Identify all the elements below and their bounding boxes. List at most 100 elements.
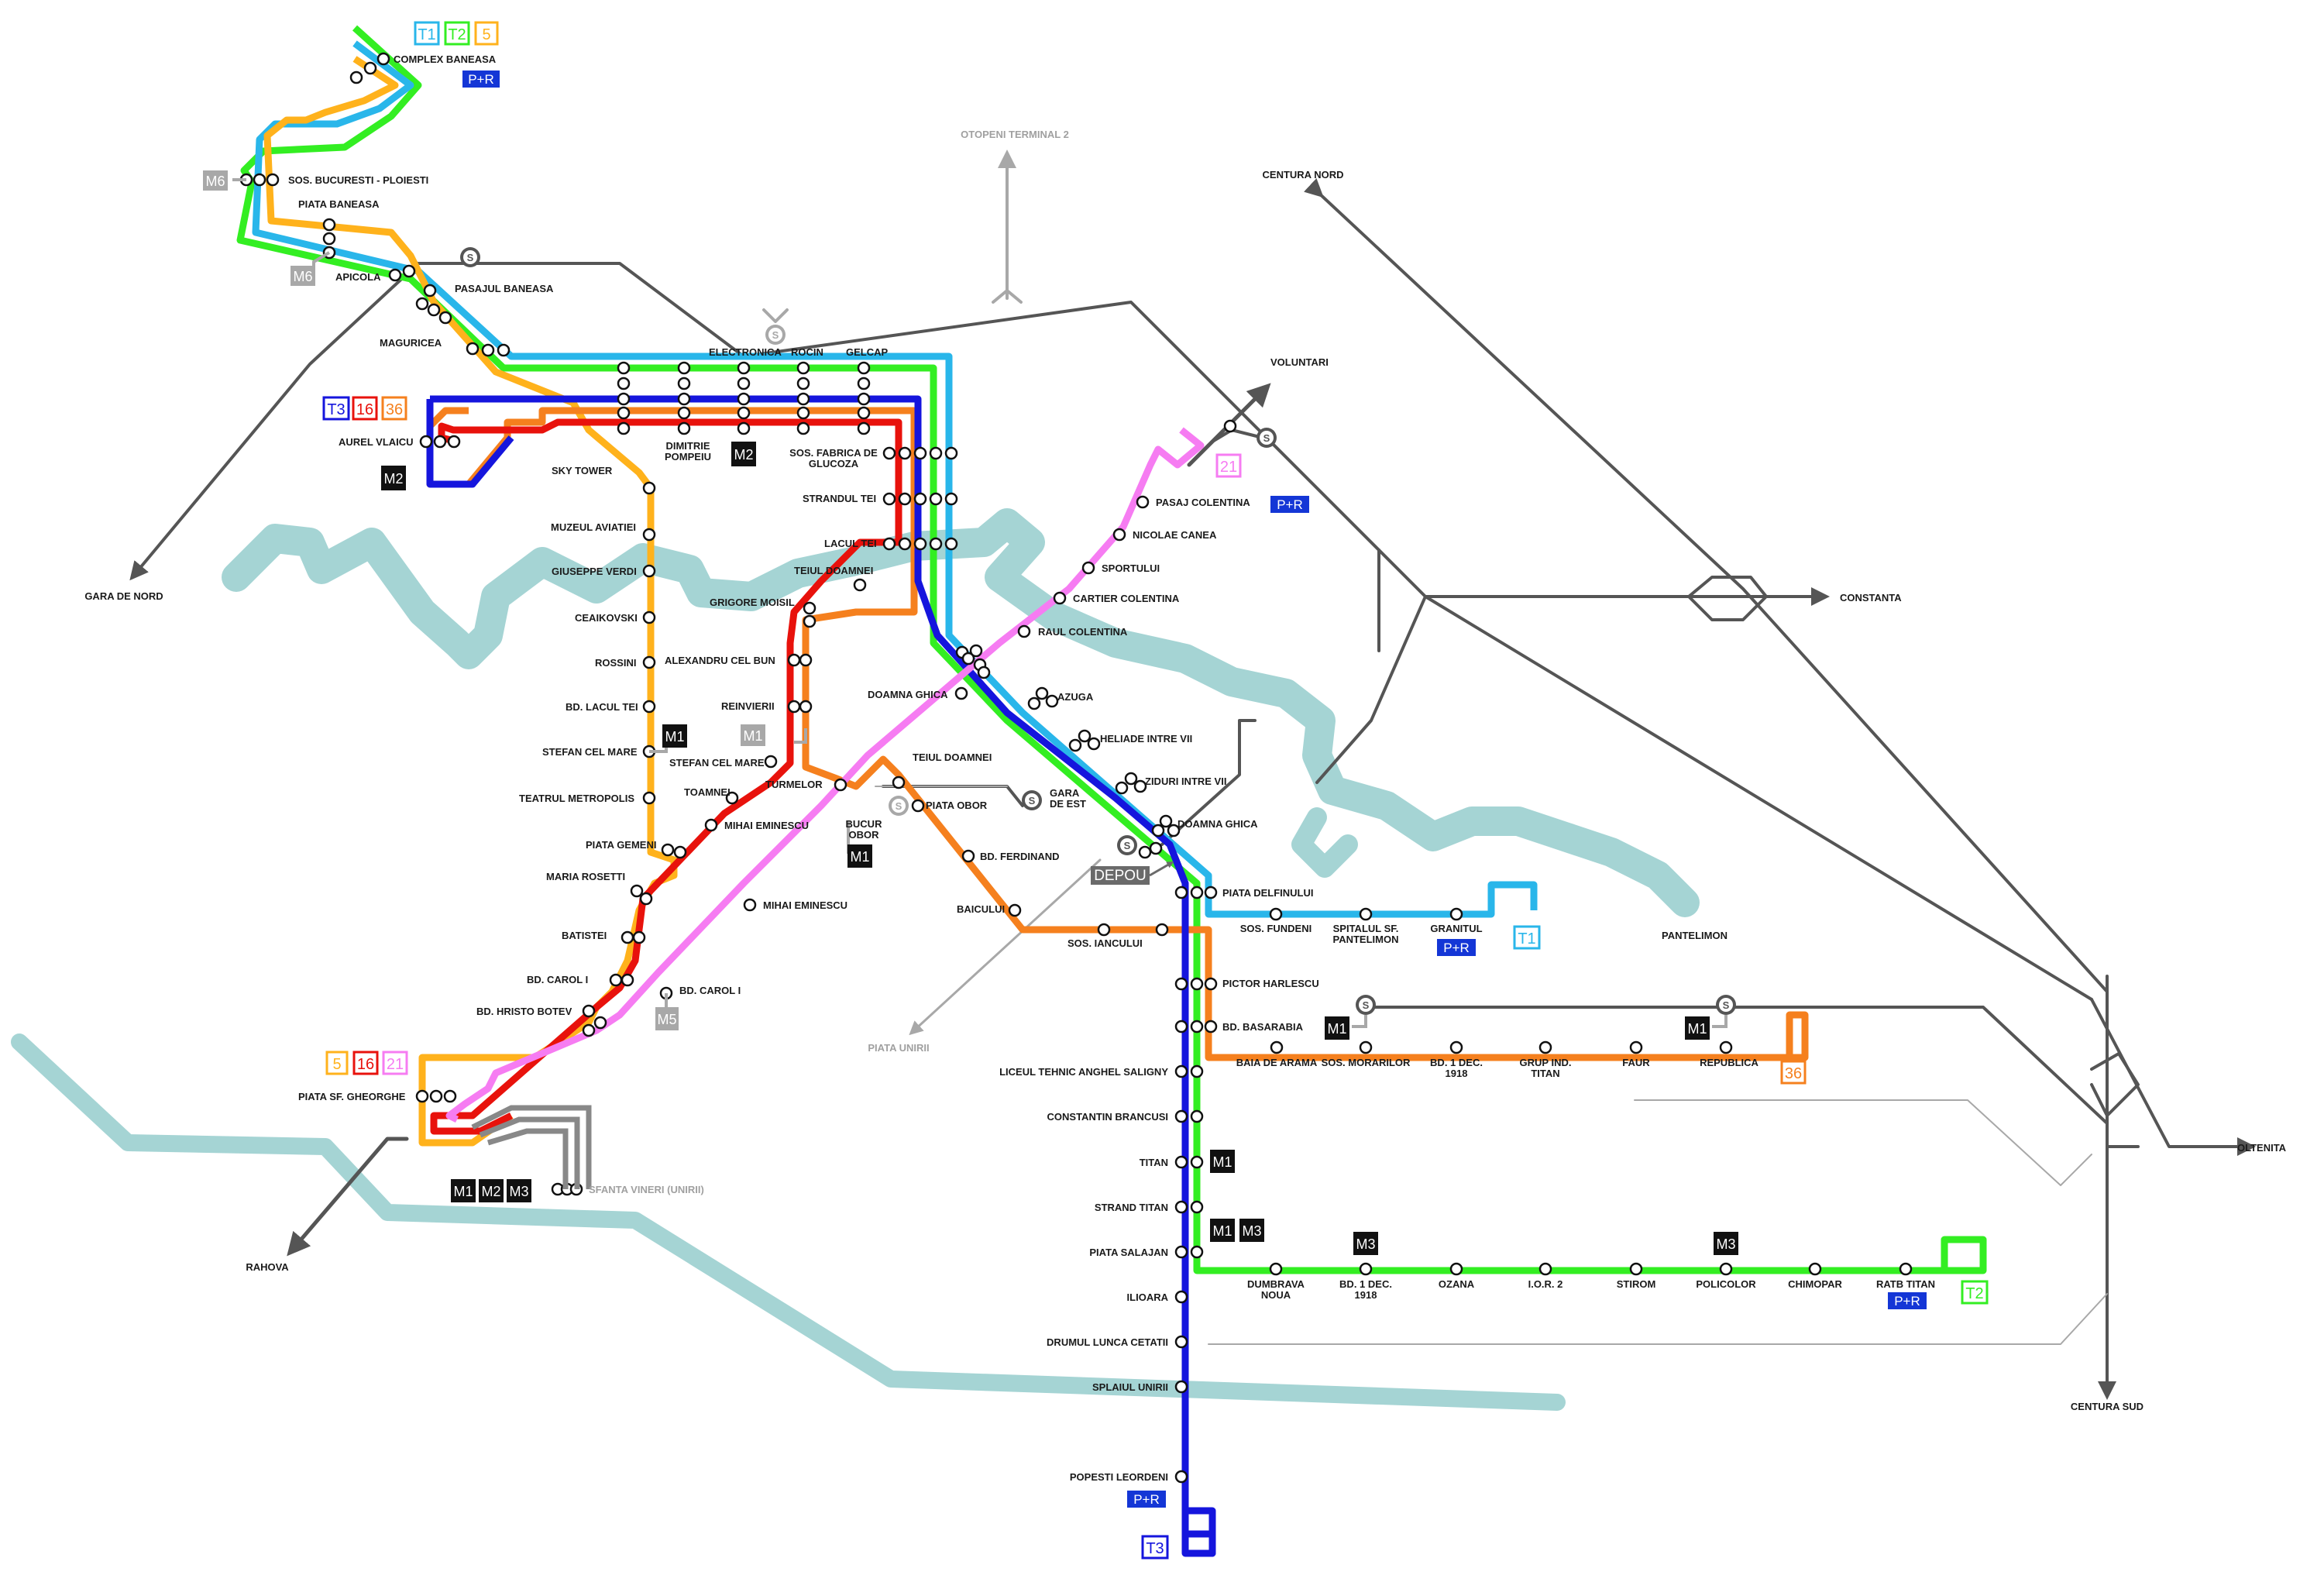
station-policolor: POLICOLOR	[1696, 1278, 1756, 1290]
direction-centura-sud: CENTURA SUD	[2071, 1401, 2144, 1412]
station-cartier-colentina: CARTIER COLENTINA	[1073, 593, 1180, 604]
rail-symbol: S	[1124, 840, 1131, 851]
rail-symbol: S	[1263, 432, 1270, 444]
route-badge-T2-end[interactable]: T2	[1961, 1280, 1989, 1305]
route-badge-T3-left[interactable]: T3	[322, 396, 350, 421]
rail-station-republica: S	[1716, 995, 1736, 1015]
depot: DEPOU	[1091, 862, 1174, 885]
svg-text:M3: M3	[1242, 1223, 1261, 1239]
svg-text:M2: M2	[383, 471, 403, 487]
station-pictor-harlescu: PICTOR HARLESCU	[1222, 978, 1319, 989]
road-constanta	[1315, 587, 1830, 784]
road-colentina-depot	[1160, 719, 1257, 846]
station-sos-morarilor: SOS. MORARILOR	[1322, 1057, 1411, 1068]
svg-text:P+R: P+R	[1894, 1294, 1920, 1309]
svg-text:M2: M2	[481, 1184, 500, 1199]
route-badge-T3-end[interactable]: T3	[1141, 1535, 1169, 1560]
svg-text:T1: T1	[418, 26, 435, 43]
road-rahova	[287, 1137, 409, 1257]
route-badge-21-east[interactable]: 21	[1215, 453, 1242, 478]
park-and-ride-granitul: P+R	[1437, 939, 1476, 956]
station-giuseppe-verdi: GIUSEPPE VERDI	[552, 566, 637, 577]
station-ozana: OZANA	[1439, 1278, 1475, 1290]
station-piata-salajan: PIATA SALAJAN	[1089, 1247, 1168, 1258]
station-ceaikovski: CEAIKOVSKI	[575, 612, 638, 624]
water-layer	[11, 508, 1700, 1411]
direction-labels: OTOPENI TERMINAL 2 CENTURA NORD GARA DE …	[84, 129, 2286, 1412]
station-labels: COMPLEX BANEASA SOS. BUCURESTI - PLOIEST…	[288, 53, 1935, 1483]
route-badge-36-left[interactable]: 36	[381, 396, 407, 421]
roads-layer	[129, 150, 2256, 1400]
rail-station-morarilor: S	[1356, 995, 1376, 1015]
station-sportului: SPORTULUI	[1102, 562, 1160, 574]
station-piata-obor: PIATA OBOR	[926, 800, 988, 811]
station-faur: FAUR	[1622, 1057, 1650, 1068]
metro-badge-M3: M3	[507, 1179, 531, 1202]
metro-badge-M1: M1	[741, 724, 765, 746]
svg-text:T2: T2	[1965, 1285, 1983, 1302]
rail-symbol: S	[772, 329, 779, 341]
route-badge-36-east[interactable]: 36	[1780, 1060, 1807, 1085]
station-baicului: BAICULUI	[957, 903, 1005, 915]
planned-metro-sfanta-vineri	[471, 1105, 592, 1189]
route-badge-T1-end[interactable]: T1	[1513, 925, 1541, 950]
station-teiul-doamnei-a: TEIUL DOAMNEI	[794, 565, 873, 576]
svg-text:M6: M6	[293, 269, 312, 284]
svg-text:M1: M1	[1212, 1223, 1232, 1239]
svg-text:M3: M3	[1356, 1236, 1375, 1252]
station-bd-1-dec-1918-a: BD. 1 DEC.1918	[1430, 1057, 1483, 1079]
svg-text:M6: M6	[205, 174, 225, 189]
svg-text:M1: M1	[743, 728, 762, 744]
station-bd-1-dec-1918-b: BD. 1 DEC.1918	[1339, 1278, 1392, 1301]
svg-text:P+R: P+R	[468, 72, 494, 87]
rail-station-electronica: S	[765, 325, 786, 345]
station-gelcap: GELCAP	[846, 346, 889, 358]
svg-text:M2: M2	[734, 447, 753, 463]
station-toamnei: TOAMNEI	[684, 786, 731, 798]
station-constantin-brancusi: CONSTANTIN BRANCUSI	[1047, 1111, 1168, 1123]
station-ior-2: I.O.R. 2	[1528, 1278, 1563, 1290]
route-badge-21-sw[interactable]: 21	[382, 1051, 408, 1075]
metro-badge-M1: M1	[451, 1179, 476, 1202]
metro-badge-M2: M2	[731, 442, 756, 466]
station-heliade-intre-vii: HELIADE INTRE VII	[1100, 733, 1192, 745]
station-apicola: APICOLA	[335, 271, 381, 283]
svg-text:P+R: P+R	[1443, 941, 1470, 955]
svg-text:T3: T3	[1146, 1540, 1164, 1557]
metro-badge-M3: M3	[1714, 1232, 1738, 1255]
rail-station-baneasa: S	[460, 247, 480, 267]
svg-text:M1: M1	[850, 849, 869, 865]
station-ziduri-intre-vii: ZIDURI INTRE VII	[1145, 776, 1226, 787]
route-badge-16-sw[interactable]: 16	[352, 1051, 379, 1075]
station-piata-delfinului: PIATA DELFINULUI	[1222, 887, 1313, 899]
station-stirom: STIROM	[1617, 1278, 1656, 1290]
station-teatrul-metropolis: TEATRUL METROPOLIS	[519, 793, 634, 804]
svg-text:M3: M3	[509, 1184, 528, 1199]
route-badge-16-left[interactable]: 16	[352, 396, 378, 421]
route-badge-T2-top[interactable]: T2	[444, 21, 470, 46]
route-badge-5-top[interactable]: 5	[474, 21, 499, 46]
metro-badge-M6: M6	[203, 170, 228, 191]
station-piata-gemeni: PIATA GEMENI	[586, 839, 656, 851]
svg-text:P+R: P+R	[1133, 1492, 1160, 1507]
station-batistei: BATISTEI	[562, 930, 607, 941]
direction-centura-nord: CENTURA NORD	[1263, 169, 1344, 181]
svg-text:M5: M5	[657, 1012, 676, 1027]
station-sos-bucuresti-ploiesti: SOS. BUCURESTI - PLOIESTI	[288, 174, 428, 186]
station-baia-de-arama: BAIA DE ARAMA	[1236, 1057, 1318, 1068]
rail-symbol: S	[896, 800, 902, 812]
rail-symbol: S	[1029, 795, 1036, 806]
svg-text:21: 21	[1220, 459, 1237, 476]
road-north-ring	[417, 262, 2093, 1001]
station-reinvierii: REINVIERII	[721, 700, 775, 712]
metro-connectors	[232, 178, 1728, 1241]
svg-text:16: 16	[357, 1056, 374, 1073]
svg-text:21: 21	[387, 1056, 404, 1073]
route-badge-T1-top[interactable]: T1	[414, 21, 440, 46]
direction-piata-unirii: PIATA UNIRII	[868, 1042, 929, 1054]
route-badge-5-sw[interactable]: 5	[325, 1051, 349, 1075]
rail-stations: S S S S S S S S	[460, 247, 1736, 1015]
station-strand-titan: STRAND TITAN	[1095, 1202, 1168, 1213]
